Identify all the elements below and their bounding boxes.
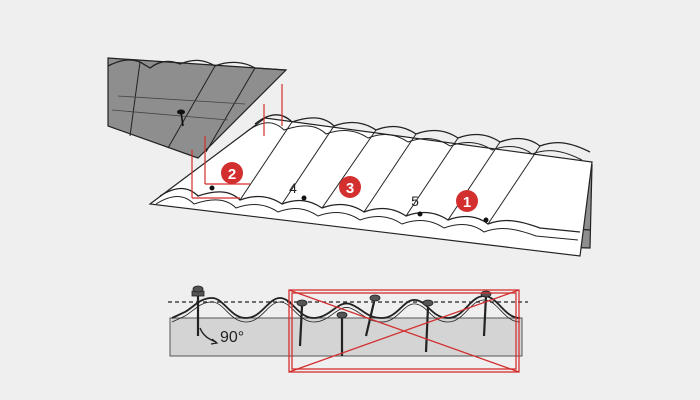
step-marker-1: 1 <box>456 190 478 212</box>
angle-label: 90° <box>220 329 244 346</box>
screw <box>483 217 489 223</box>
new-sheet <box>148 114 593 257</box>
installed-sheet-left <box>107 57 288 159</box>
correct-screw <box>191 285 205 336</box>
cross-section-detail: 90° <box>168 285 528 373</box>
incorrect-method-cross <box>288 289 520 373</box>
step-marker-3: 3 <box>339 176 361 198</box>
label-5: 5 <box>411 193 419 209</box>
incorrect-screws <box>296 290 492 356</box>
alignment-guides <box>191 84 283 199</box>
sheet-profile <box>171 295 521 319</box>
svg-text:3: 3 <box>346 180 354 197</box>
screw <box>301 195 307 201</box>
svg-text:1: 1 <box>463 194 471 211</box>
step-marker-2: 2 <box>221 162 243 184</box>
screw <box>417 211 423 217</box>
label-4: 4 <box>289 180 297 196</box>
roof-sheets-illustration: 2 3 1 4 5 <box>107 57 593 257</box>
svg-text:2: 2 <box>228 166 236 183</box>
substrate-board <box>169 317 523 357</box>
screw <box>209 185 215 191</box>
